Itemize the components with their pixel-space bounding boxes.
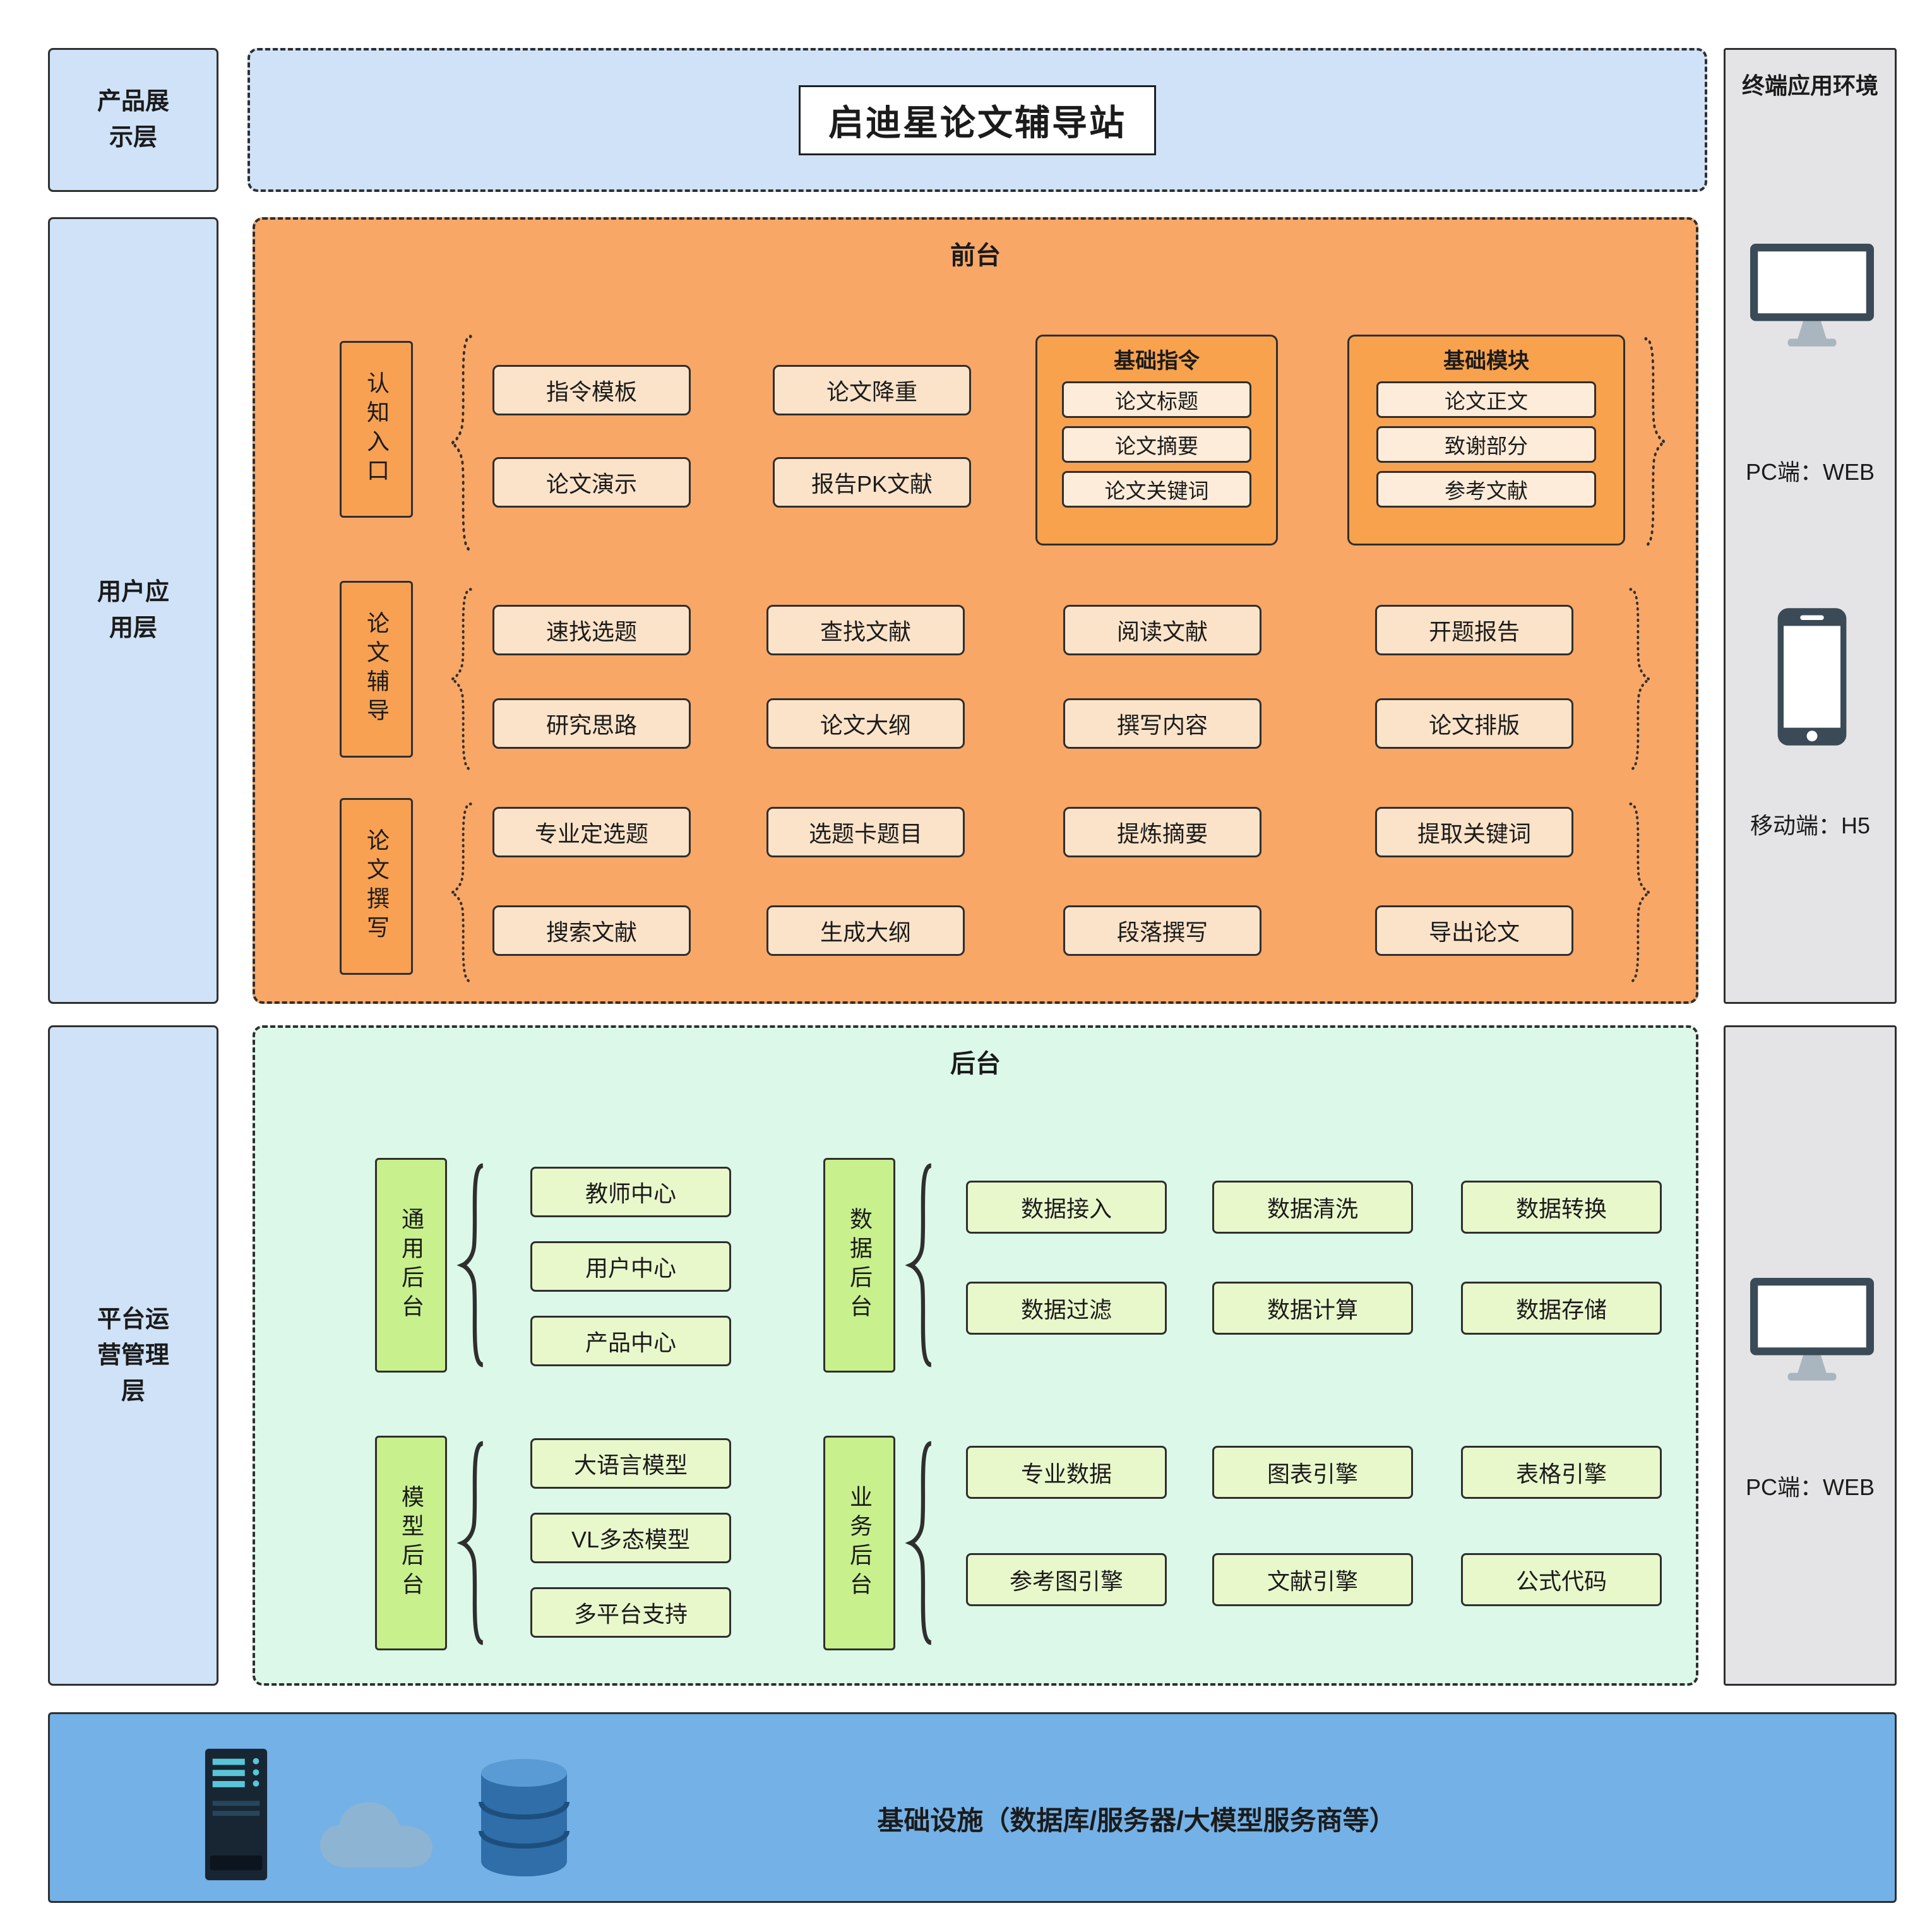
terminal-pc-panel: PC端：WEB	[1724, 1025, 1897, 1686]
layer-user-application-label: 用户应用层	[97, 579, 169, 641]
infrastructure-label: 基础设施（数据库/服务器/大模型服务商等）	[877, 1806, 1396, 1835]
brace-decoration	[1639, 333, 1672, 551]
backend-data-item-5: 数据计算	[1212, 1282, 1413, 1335]
backend-general-item-2: 用户中心	[530, 1241, 731, 1292]
product-title: 启迪星论文辅导站	[799, 85, 1156, 155]
monitor-icon	[1750, 244, 1874, 347]
backend-business-label: 业务后台	[823, 1436, 895, 1650]
group-basic-modules-item-2: 致谢部分	[1376, 426, 1596, 463]
backend-data-item-6: 数据存储	[1461, 1282, 1662, 1335]
frontend-row3-item-6: 段落撰写	[1063, 905, 1261, 956]
frontend-group-basic-commands: 基础指令 论文标题 论文摘要 论文关键词	[1035, 335, 1278, 545]
layer-platform-operation-label: 平台运营管理层	[97, 1306, 169, 1405]
brace-decoration	[903, 1438, 938, 1648]
terminal-environment-panel: 终端应用环境 PC端：WEB 移动端：H5	[1724, 48, 1897, 1004]
backend-business-item-1: 专业数据	[966, 1446, 1167, 1499]
database-icon	[479, 1759, 569, 1876]
terminal-environment-title: 终端应用环境	[1741, 73, 1878, 98]
group-basic-commands-item-1: 论文标题	[1062, 381, 1251, 418]
terminal-pc2-label: PC端：WEB	[1745, 1474, 1875, 1500]
backend-general-item-1: 教师中心	[530, 1167, 731, 1217]
frontend-title: 前台	[950, 242, 1001, 270]
layer-product-display: 产品展示层	[48, 48, 218, 192]
frontend-row2-item-5: 阅读文献	[1063, 605, 1261, 655]
frontend-row2-item-1: 速找选题	[492, 605, 691, 655]
group-basic-modules-title: 基础模块	[1443, 349, 1529, 373]
frontend-row1-item-3: 论文降重	[773, 365, 971, 415]
terminal-mobile-label: 移动端：H5	[1750, 813, 1871, 838]
backend-data-item-2: 数据清洗	[1212, 1181, 1413, 1234]
frontend-row2-item-6: 撰写内容	[1063, 698, 1261, 749]
brace-decoration	[903, 1160, 938, 1370]
backend-business-item-4: 参考图引擎	[966, 1553, 1167, 1606]
layer-user-application: 用户应用层	[48, 217, 218, 1004]
brace-decoration	[455, 1438, 490, 1648]
brace-decoration	[455, 1160, 490, 1370]
frontend-row3-item-8: 导出论文	[1375, 905, 1573, 956]
backend-business-item-2: 图表引擎	[1212, 1446, 1413, 1499]
backend-model-label: 模型后台	[375, 1436, 447, 1650]
backend-data-item-1: 数据接入	[966, 1181, 1167, 1234]
frontend-row1-item-2: 论文演示	[492, 457, 691, 508]
frontend-section: 前台 认知入口 指令模板 论文演示 论文降重 报告PK文献 基础指令 论文标题 …	[253, 217, 1698, 1004]
backend-general-item-3: 产品中心	[530, 1316, 731, 1366]
product-display-band: 启迪星论文辅导站	[247, 48, 1707, 192]
group-basic-commands-item-3: 论文关键词	[1062, 471, 1251, 508]
backend-general-label: 通用后台	[375, 1158, 447, 1373]
backend-model-item-1: 大语言模型	[530, 1438, 731, 1489]
frontend-group-basic-modules: 基础模块 论文正文 致谢部分 参考文献	[1347, 335, 1625, 545]
backend-data-item-3: 数据转换	[1461, 1181, 1662, 1234]
backend-business-item-3: 表格引擎	[1461, 1446, 1662, 1499]
frontend-row1-item-4: 报告PK文献	[773, 457, 971, 508]
server-icon	[205, 1748, 268, 1881]
group-basic-modules-item-1: 论文正文	[1376, 381, 1596, 418]
frontend-row3-label: 论文撰写	[340, 798, 413, 975]
group-basic-commands-item-2: 论文摘要	[1062, 426, 1251, 463]
frontend-row2-item-7: 开题报告	[1375, 605, 1573, 655]
frontend-row1-label: 认知入口	[340, 341, 413, 518]
group-basic-modules-item-3: 参考文献	[1376, 471, 1596, 508]
frontend-row3-item-7: 提取关键词	[1375, 807, 1573, 857]
brace-decoration	[1624, 585, 1657, 774]
frontend-row2-item-3: 查找文献	[766, 605, 965, 655]
frontend-row1-item-1: 指令模板	[492, 365, 691, 415]
cloud-icon	[319, 1802, 433, 1868]
brace-decoration	[444, 331, 477, 556]
frontend-row3-item-5: 提炼摘要	[1063, 807, 1261, 857]
layer-platform-operation: 平台运营管理层	[48, 1025, 218, 1686]
smartphone-icon	[1777, 608, 1847, 746]
backend-business-item-5: 文献引擎	[1212, 1553, 1413, 1606]
backend-model-item-3: 多平台支持	[530, 1587, 731, 1638]
frontend-row2-item-2: 研究思路	[492, 698, 691, 749]
frontend-row3-item-2: 搜索文献	[492, 905, 691, 956]
brace-decoration	[444, 799, 477, 986]
terminal-pc-label: PC端：WEB	[1745, 459, 1875, 485]
backend-title: 后台	[950, 1050, 1001, 1078]
group-basic-commands-title: 基础指令	[1114, 349, 1200, 373]
frontend-row3-item-1: 专业定选题	[492, 807, 691, 857]
brace-decoration	[444, 585, 477, 774]
backend-model-item-2: VL多态模型	[530, 1513, 731, 1563]
brace-decoration	[1624, 799, 1657, 986]
backend-business-item-6: 公式代码	[1461, 1553, 1662, 1606]
backend-data-item-4: 数据过滤	[966, 1282, 1167, 1335]
backend-data-label: 数据后台	[823, 1158, 895, 1373]
frontend-row3-item-3: 选题卡题目	[766, 807, 965, 857]
backend-section: 后台 通用后台 教师中心 用户中心 产品中心 数据后台 数据接入 数据清洗 数据…	[253, 1025, 1698, 1686]
frontend-row2-item-8: 论文排版	[1375, 698, 1573, 749]
frontend-row2-label: 论文辅导	[340, 581, 413, 758]
frontend-row2-item-4: 论文大纲	[766, 698, 965, 749]
monitor-icon	[1750, 1278, 1874, 1381]
layer-product-display-label: 产品展示层	[97, 88, 169, 151]
frontend-row3-item-4: 生成大纲	[766, 905, 965, 956]
